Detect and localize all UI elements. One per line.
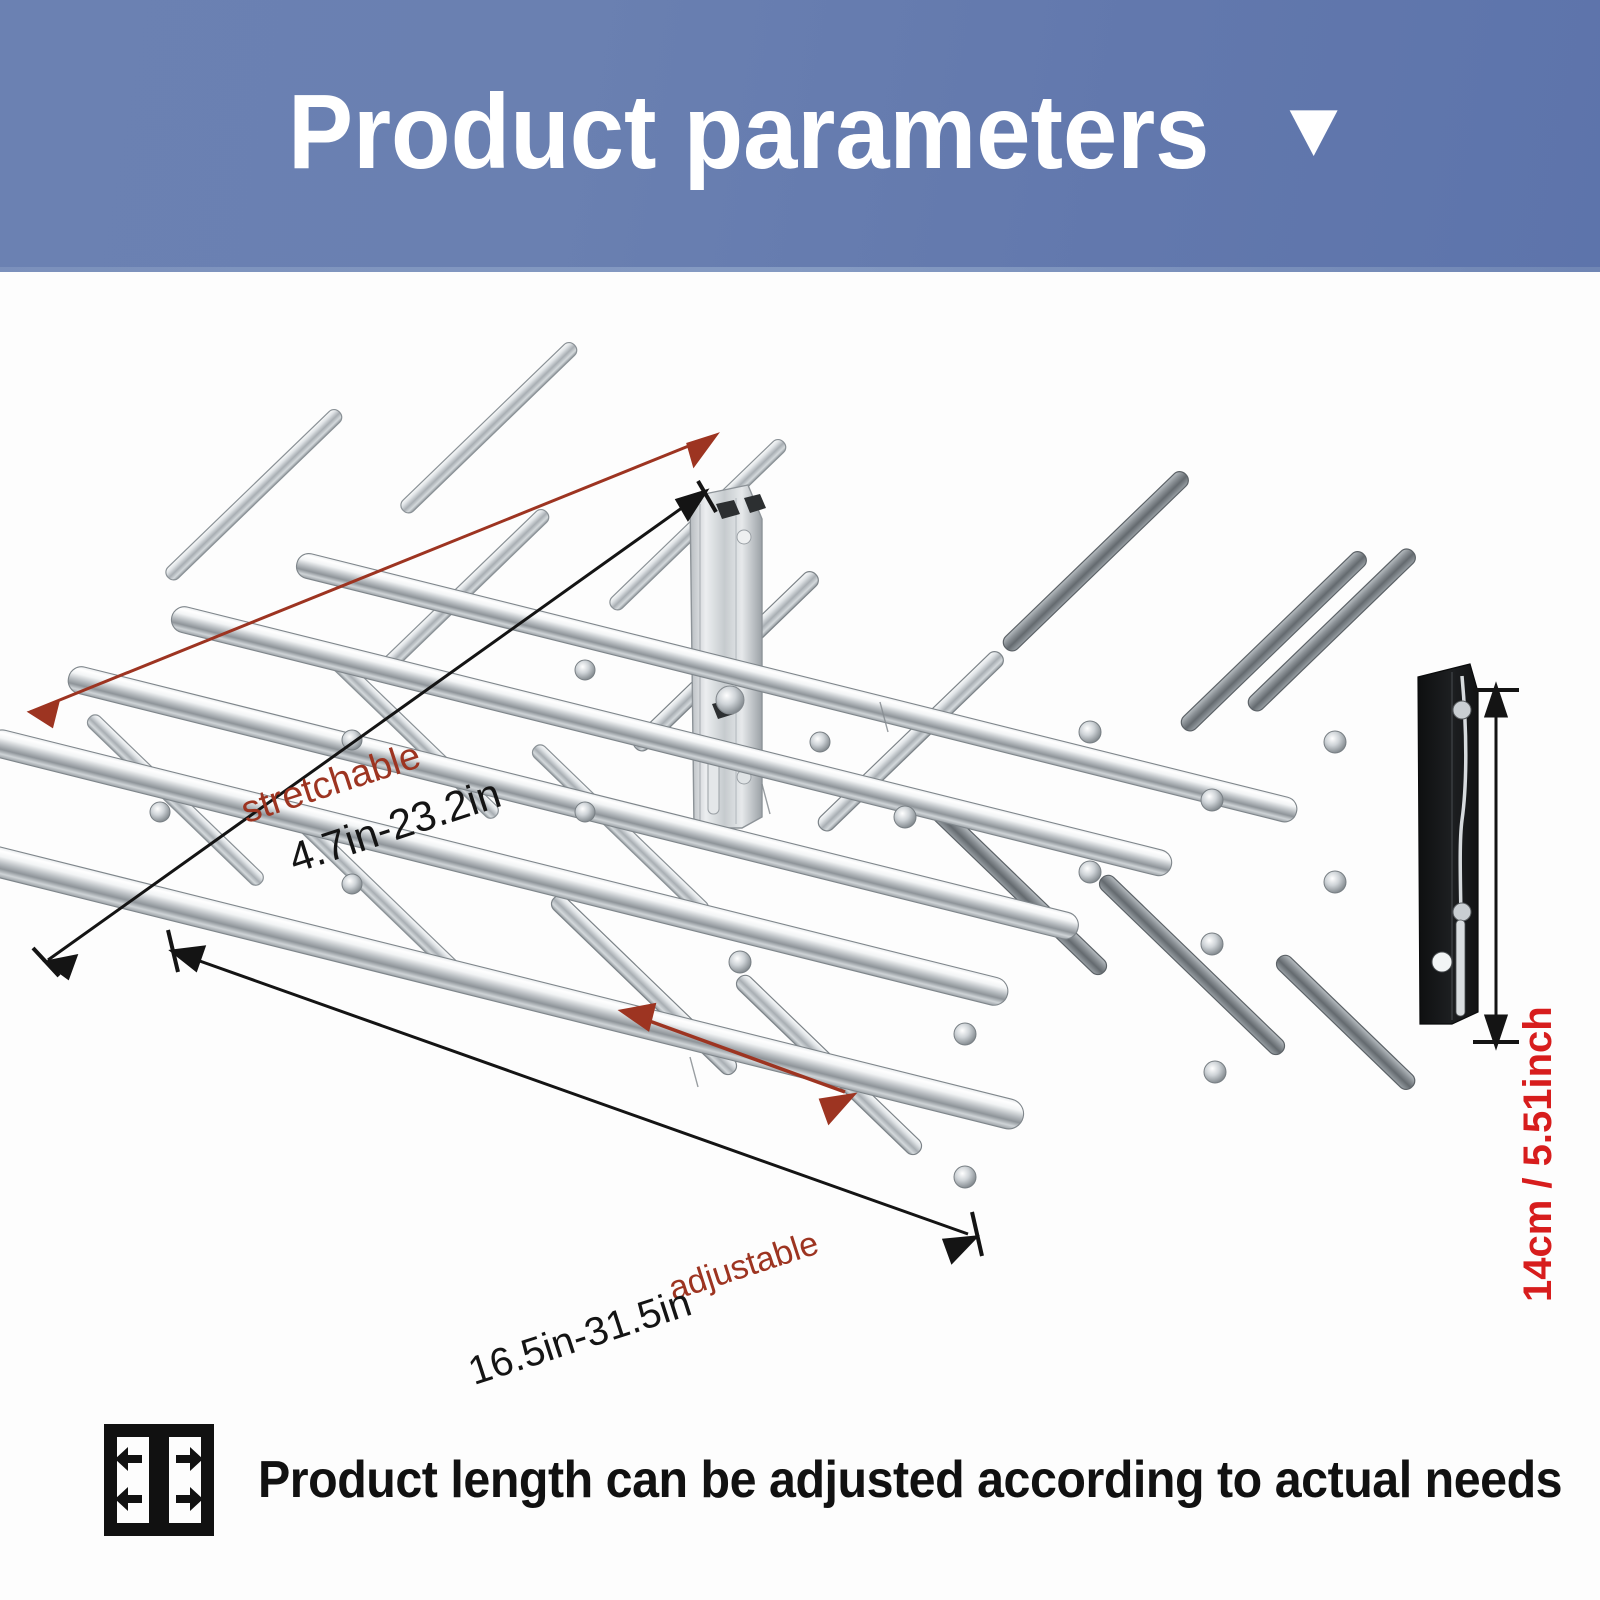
product-illustration: stretchable 4.7in-23.2in adjustable 16.5… bbox=[0, 272, 1600, 1394]
rod bbox=[67, 666, 1079, 940]
adjust-range-dimension bbox=[166, 929, 984, 1265]
header-banner: Product parameters ▼ bbox=[0, 0, 1600, 272]
stretchable-arrow bbox=[26, 432, 720, 729]
product-diagram-svg bbox=[0, 341, 1519, 1265]
drying-rods bbox=[0, 552, 1298, 1130]
footer-caption-row: Product length can be adjusted according… bbox=[0, 1400, 1600, 1560]
height-dimension-label: 14cm / 5.51inch bbox=[1516, 1006, 1560, 1302]
stretch-range-dimension bbox=[31, 479, 718, 981]
height-dimension bbox=[1473, 681, 1519, 1051]
wall-bracket-right bbox=[1417, 663, 1479, 1025]
rod bbox=[295, 552, 1298, 823]
rod bbox=[0, 834, 1025, 1130]
footer-caption-text: Product length can be adjusted according… bbox=[258, 1451, 1563, 1509]
rod bbox=[0, 729, 1009, 1006]
adjustable-arrow bbox=[617, 1002, 858, 1126]
banner-inner: Product parameters ▼ bbox=[248, 73, 1355, 191]
chevron-down-icon: ▼ bbox=[1273, 84, 1355, 172]
rod bbox=[170, 606, 1173, 877]
adjust-width-icon bbox=[104, 1424, 214, 1536]
rivets bbox=[149, 659, 1347, 1189]
page-title: Product parameters bbox=[287, 73, 1210, 191]
